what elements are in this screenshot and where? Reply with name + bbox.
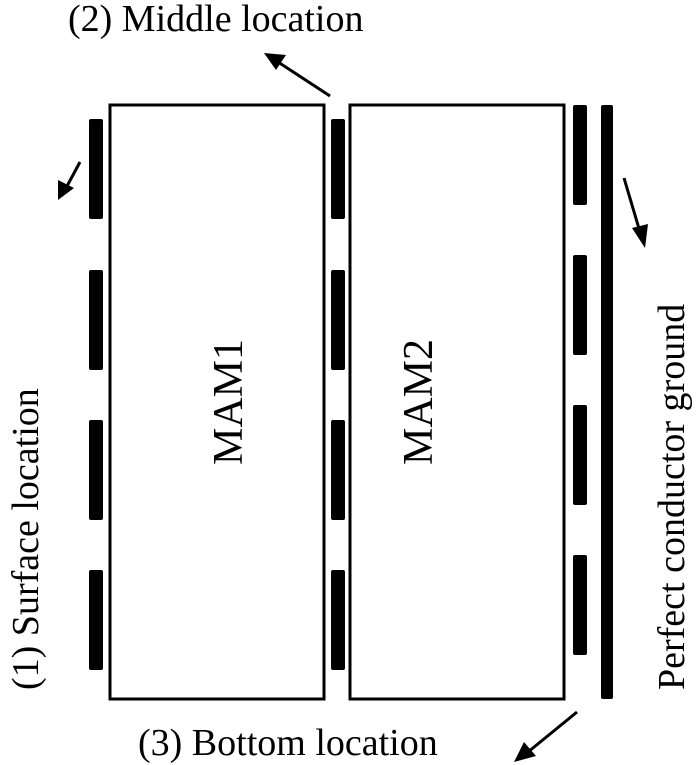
bottom-strips xyxy=(573,105,587,655)
middle-strip xyxy=(331,119,345,219)
surface-strip xyxy=(89,420,103,520)
middle-strip xyxy=(331,270,345,370)
middle-location-label: (2) Middle location xyxy=(68,0,363,40)
middle-location-arrow xyxy=(264,53,331,98)
bottom-strip xyxy=(573,405,587,505)
surface-location-label: (1) Surface location xyxy=(5,388,47,690)
mam1-label: MAM1 xyxy=(206,339,252,465)
ground-arrow xyxy=(622,177,648,248)
middle-strips xyxy=(331,119,345,670)
surface-strip xyxy=(89,570,103,670)
bottom-strip xyxy=(573,555,587,655)
ground-label: Perfect conductor ground xyxy=(651,304,693,690)
bottom-strip xyxy=(573,255,587,355)
ground-plate xyxy=(601,105,613,699)
mam2-label: MAM2 xyxy=(396,339,442,465)
bottom-location-label: (3) Bottom location xyxy=(138,722,438,764)
bottom-strip xyxy=(573,105,587,205)
surface-location-arrow xyxy=(58,161,82,200)
bottom-location-arrow xyxy=(514,710,578,762)
mam1-panel xyxy=(108,103,326,701)
surface-strips xyxy=(89,119,103,670)
surface-strip xyxy=(89,119,103,219)
middle-strip xyxy=(331,570,345,670)
middle-strip xyxy=(331,420,345,520)
mam2-panel xyxy=(348,103,566,701)
surface-strip xyxy=(89,270,103,370)
